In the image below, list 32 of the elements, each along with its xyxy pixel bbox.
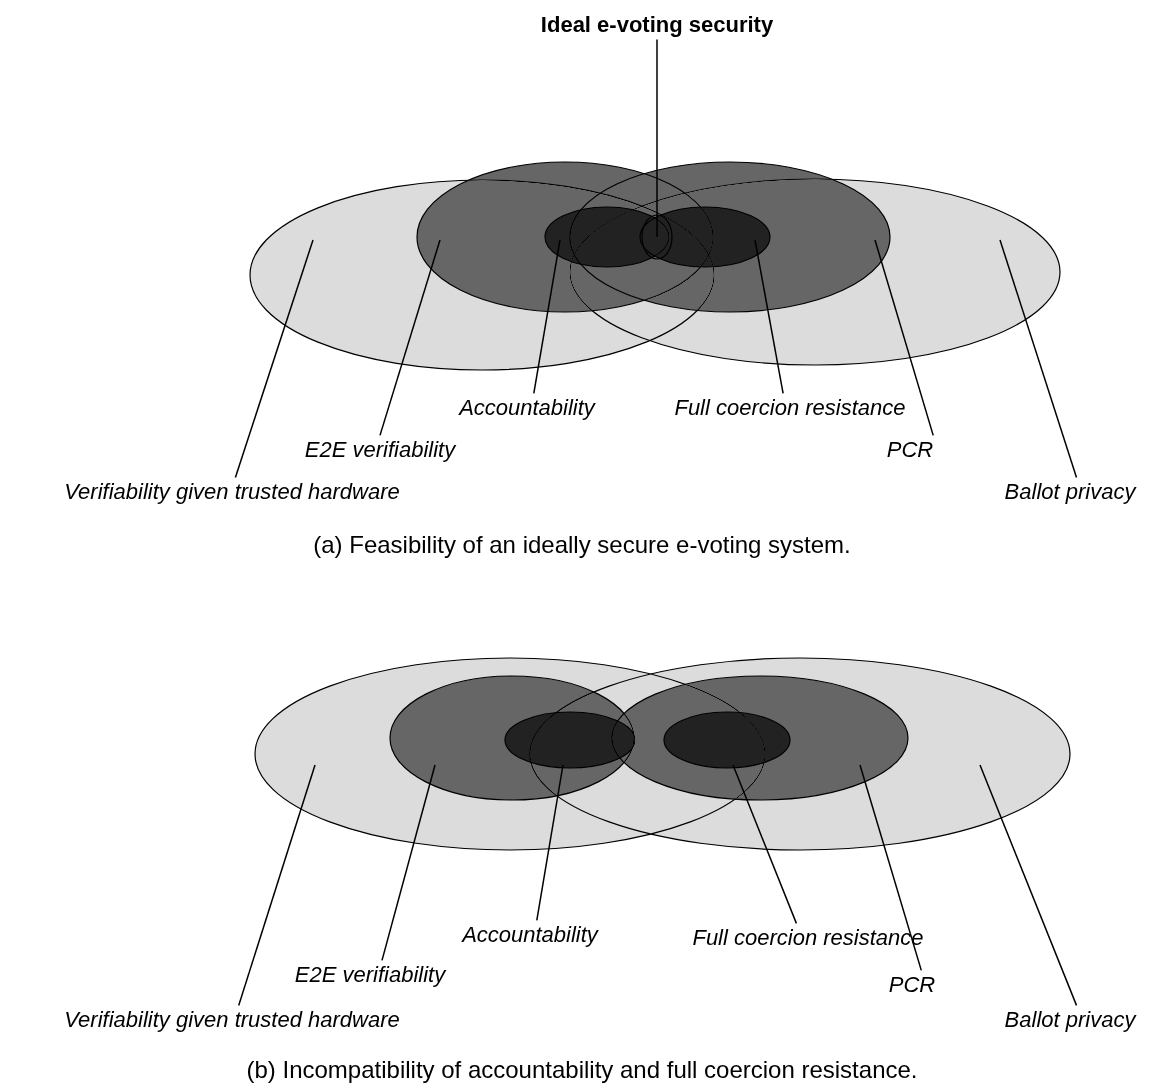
title-label: Ideal e-voting security [540,12,774,38]
property-label: Full coercion resistance [674,395,906,421]
property-label: Accountability [459,395,595,421]
leader-line [732,764,798,925]
ellipse-region [639,206,771,268]
property-label: Verifiability given trusted hardware [64,479,400,505]
ellipse-region [611,675,909,801]
ellipse-region [641,214,673,260]
ellipse-region [569,161,891,313]
leader-line [381,764,436,962]
property-label: E2E verifiability [294,962,446,988]
leader-line [999,239,1078,479]
leader-line [237,764,316,1007]
leader-line [536,764,564,922]
property-label: PCR [888,972,936,998]
figure-caption: (a) Feasibility of an ideally secure e-voting system. [313,531,851,559]
property-label: E2E verifiability [304,437,456,463]
property-label: Ballot privacy [1004,1007,1136,1033]
ellipse-region [663,711,791,769]
leader-line [874,239,934,437]
leader-line [533,239,561,395]
property-label: Accountability [462,922,598,948]
leader-line [234,239,314,479]
leader-line [656,38,658,238]
leader-line [754,239,784,395]
ellipse-region [529,657,1071,851]
property-label: Verifiability given trusted hardware [64,1007,400,1033]
property-label: Ballot privacy [1004,479,1136,505]
figure-caption: (b) Incompatibility of accountability and full coercion resistance. [246,1056,918,1084]
leader-line [979,764,1078,1007]
leader-line [379,239,441,437]
property-label: PCR [886,437,934,463]
